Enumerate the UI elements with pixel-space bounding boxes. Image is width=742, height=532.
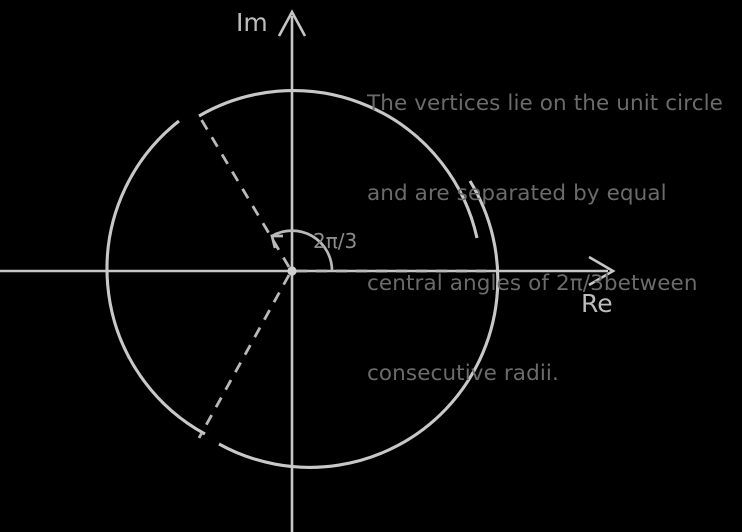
- central-angle-arrow-icon: [270, 234, 283, 249]
- annotation-line-2: and are separated by equal: [367, 181, 667, 206]
- origin-point: [287, 266, 297, 276]
- radius-to-vertex-240: [197, 274, 291, 439]
- unit-circle-arc-lower-right: [218, 180, 500, 469]
- annotation-line-1: The vertices lie on the unit circle: [367, 91, 724, 116]
- imaginary-axis-arrow-icon: [277, 9, 307, 37]
- real-axis-arrow-icon: [588, 255, 616, 287]
- annotation-caption: The vertices lie on the unit circle and …: [367, 29, 742, 449]
- central-angle-label: 2π/3: [313, 229, 357, 253]
- central-angle-arc: [271, 229, 334, 272]
- annotation-line-4: consecutive radii.: [367, 361, 559, 386]
- imaginary-axis-label: Im: [236, 8, 268, 37]
- unit-circle-arc-upper: [198, 89, 479, 239]
- annotation-line-3: central angles of 2π/3between: [367, 271, 698, 296]
- real-axis-label: Re: [581, 289, 613, 318]
- unit-circle-arc-left: [105, 119, 206, 436]
